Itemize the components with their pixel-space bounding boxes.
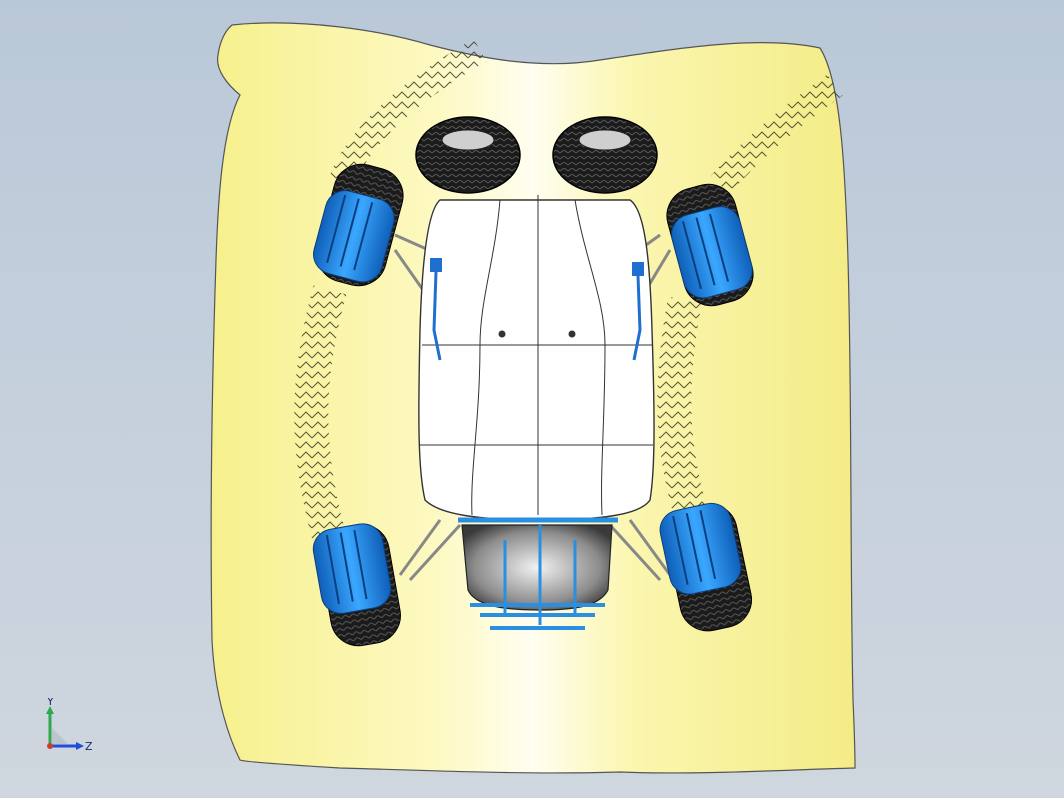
tire-track-right-rear: [657, 296, 707, 515]
vehicle-body: [418, 195, 655, 521]
axis-triad: Y Z: [46, 698, 93, 753]
front-tire-left: [415, 116, 521, 194]
tire-track-right-front: [710, 74, 843, 194]
z-axis-label: Z: [85, 740, 93, 753]
wheel-front-right: [666, 183, 754, 307]
y-axis-label: Y: [46, 698, 54, 708]
suspension-arms: [393, 233, 672, 582]
front-tire-right: [552, 116, 658, 194]
tire-track-left-rear: [294, 285, 347, 545]
tire-track-left-front: [327, 38, 487, 190]
x-axis-point: [47, 743, 53, 749]
wheel-front-left: [313, 163, 404, 287]
wheel-rear-left: [312, 523, 401, 647]
wheel-rear-right: [659, 502, 753, 632]
rear-seat-cage: [458, 517, 618, 630]
